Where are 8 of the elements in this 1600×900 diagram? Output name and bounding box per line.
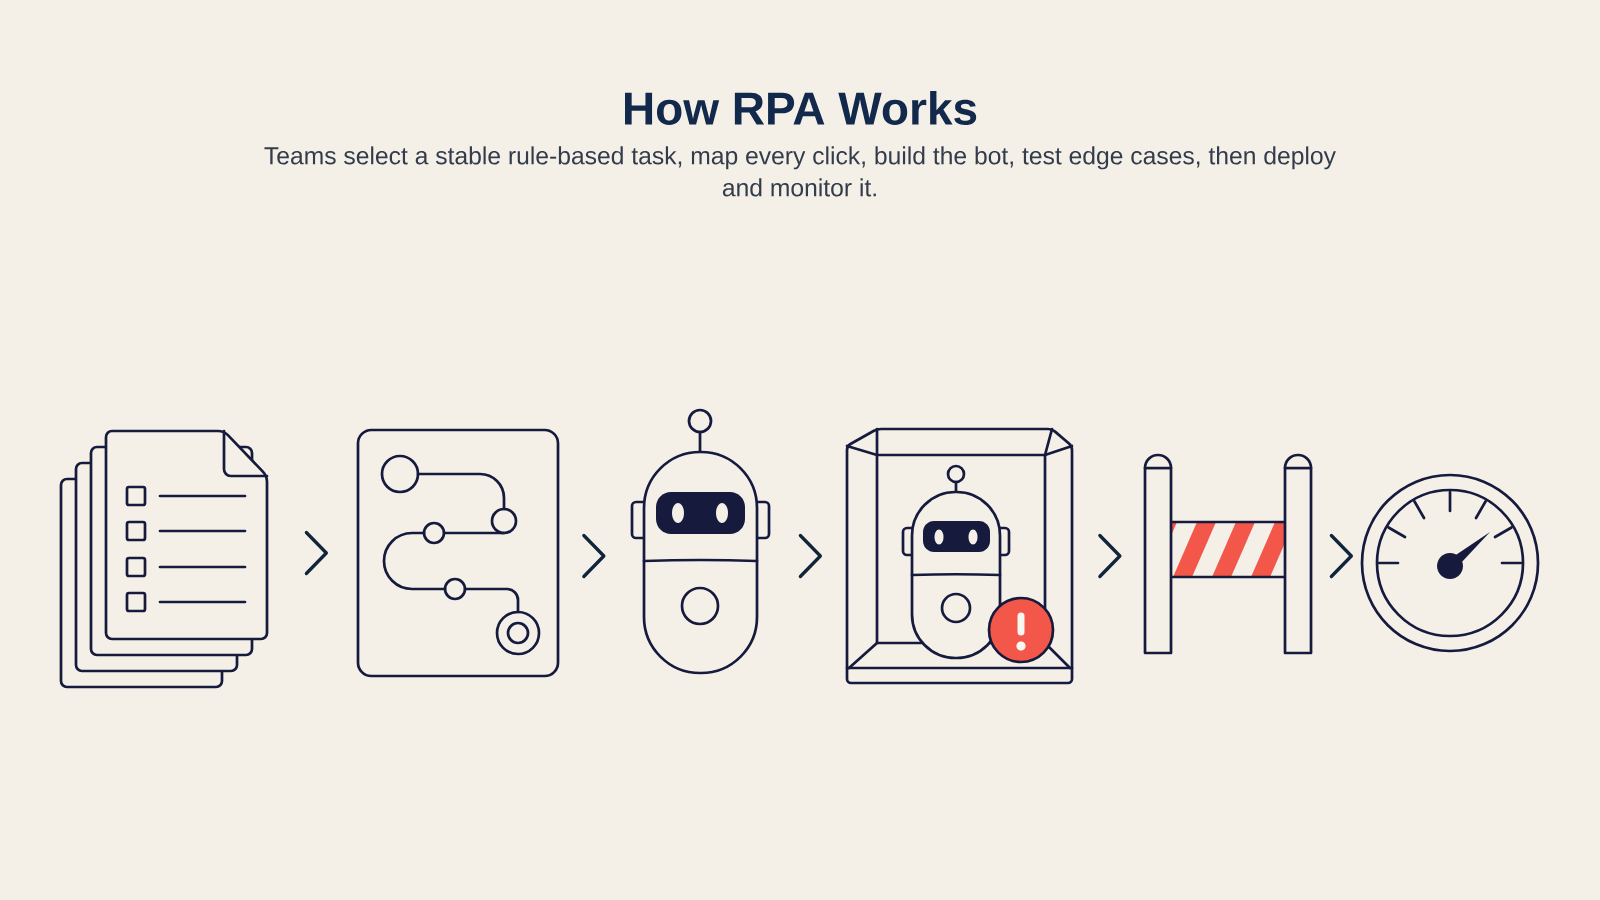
process-map-drawing: [356, 428, 560, 678]
subtitle: Teams select a stable rule-based task, map every click, build the bot, test edge cases, then deploy and monitor it.: [264, 146, 1336, 197]
title: How RPA Works: [625, 91, 977, 125]
document-stack-drawing: [59, 429, 269, 689]
barrier-gate-drawing: [1143, 453, 1313, 655]
robot-in-box-drawing: [845, 427, 1074, 685]
gauge-drawing: [1360, 473, 1540, 653]
robot-drawing: [630, 408, 771, 675]
